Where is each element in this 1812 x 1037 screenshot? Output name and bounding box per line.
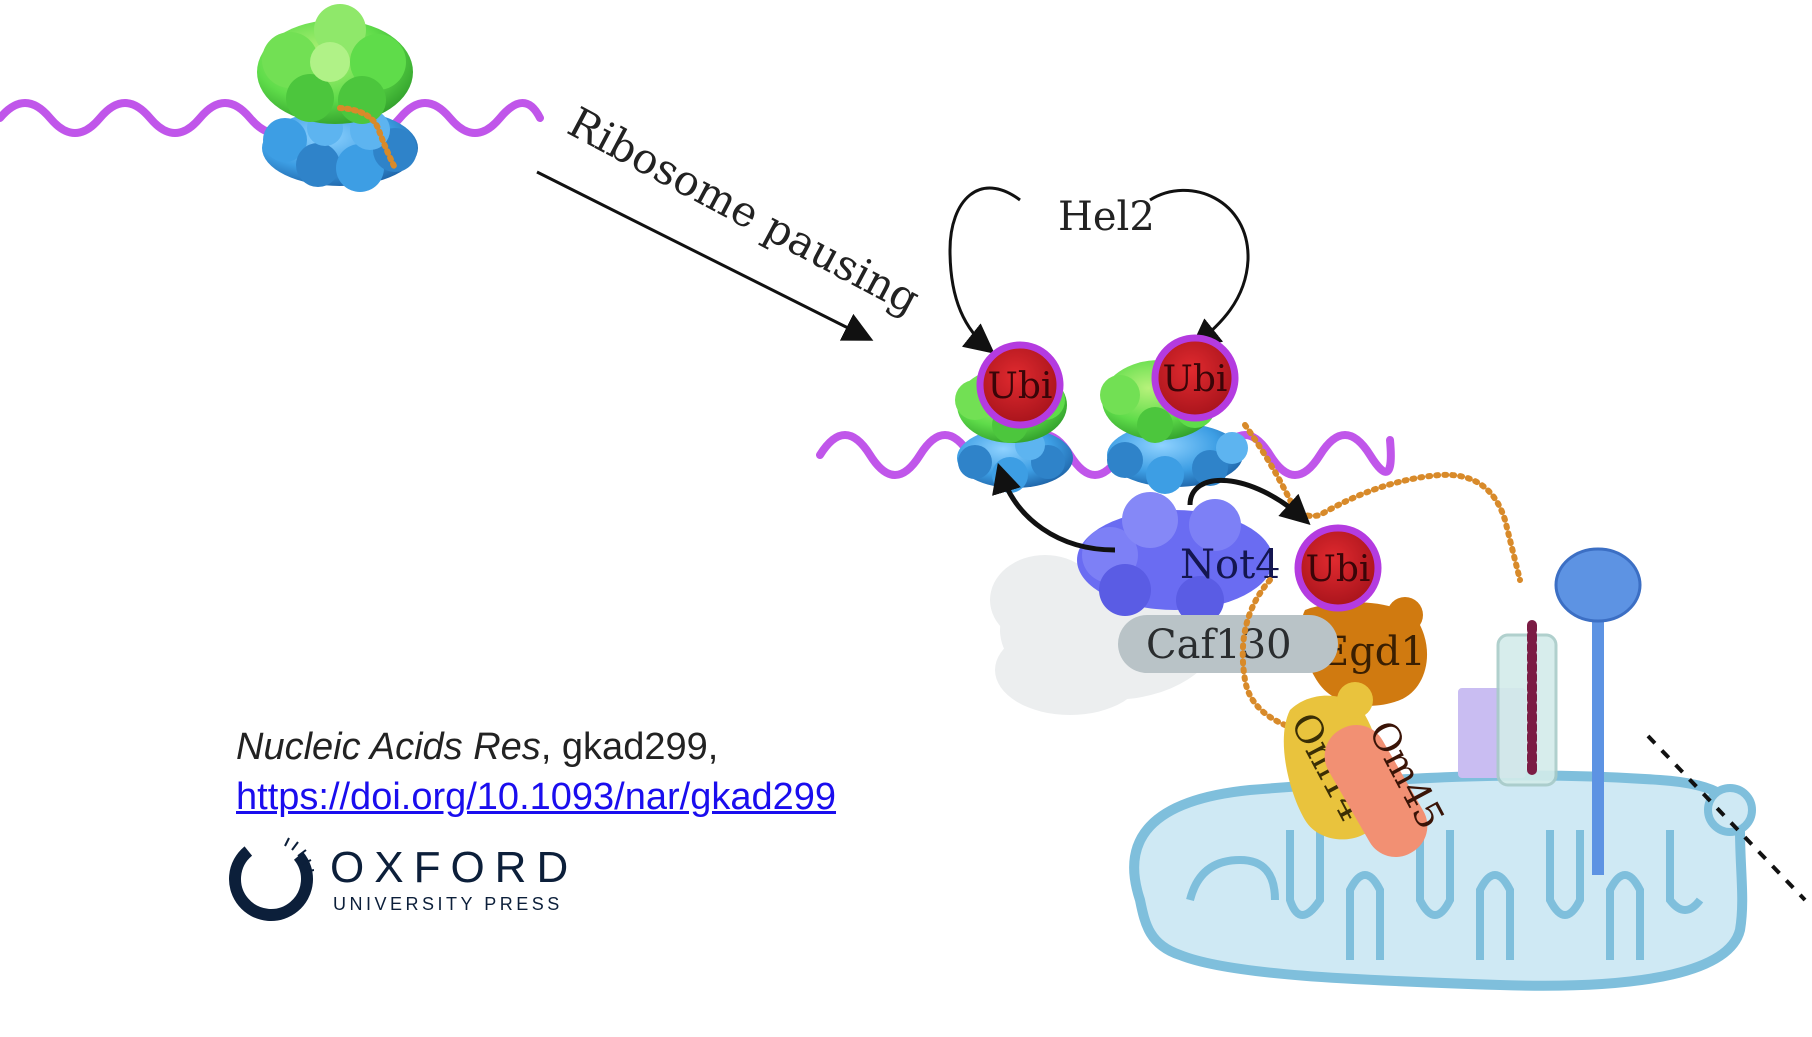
ribosome-free: [257, 4, 418, 192]
doi-link[interactable]: https://doi.org/10.1093/nar/gkad299: [236, 776, 837, 818]
egd1-tether: [1239, 577, 1288, 728]
om45-protein: [1324, 724, 1428, 858]
nascent-peptide-chain: [337, 105, 398, 171]
oxford-emblem-icon: [229, 837, 314, 921]
transmembrane-stick: [1554, 547, 1642, 875]
not4-arrow-right: [1187, 477, 1311, 526]
journal-name: Nucleic Acids Res: [236, 726, 541, 768]
mitochondrion: [1129, 770, 1756, 991]
ubiquitin-egd1: Ubi: [1294, 524, 1382, 612]
ubiquitin-left: Ubi: [976, 341, 1064, 429]
oxford-logo: OXFORD UNIVERSITY PRESS: [228, 836, 608, 926]
ubiquitin-label: Ubi: [988, 366, 1053, 407]
ribosome-large-subunit: [257, 4, 413, 124]
ubiquitin-right: Ubi: [1151, 334, 1239, 422]
cut-dashed-line: [1646, 734, 1807, 902]
caf130-protein: [1118, 615, 1338, 673]
not4-label: Not4: [1180, 542, 1281, 588]
hel2-arrow-left: [948, 186, 1021, 354]
ribosome-small-subunit: [1107, 423, 1248, 494]
citation-block: Nucleic Acids Res, gkad299, https://doi.…: [236, 722, 836, 822]
not4-arrow-left: [992, 462, 1116, 553]
mrna-strand-middle: [816, 431, 1395, 479]
ubiquitin-label: Ubi: [1163, 359, 1228, 400]
egd1-label: Egd1: [1320, 629, 1426, 675]
publisher-subtitle: UNIVERSITY PRESS: [333, 894, 563, 914]
citation-line-2: https://doi.org/10.1093/nar/gkad299: [236, 772, 836, 822]
ubiquitin-label: Ubi: [1306, 549, 1371, 590]
hel2-label: Hel2: [1058, 194, 1155, 240]
nascent-peptide-chain-long: [1242, 422, 1523, 583]
publisher-name: OXFORD: [330, 843, 579, 892]
citation-line-1: Nucleic Acids Res, gkad299,: [236, 722, 836, 772]
caf130-label: Caf130: [1146, 622, 1292, 668]
ribosome-pausing-arrow: [536, 170, 874, 341]
mitochondrion-cristae: [1186, 830, 1704, 960]
hel2-arrow-right: [1149, 188, 1250, 349]
article-id: , gkad299,: [540, 726, 719, 768]
not4-protein: [1077, 492, 1273, 624]
